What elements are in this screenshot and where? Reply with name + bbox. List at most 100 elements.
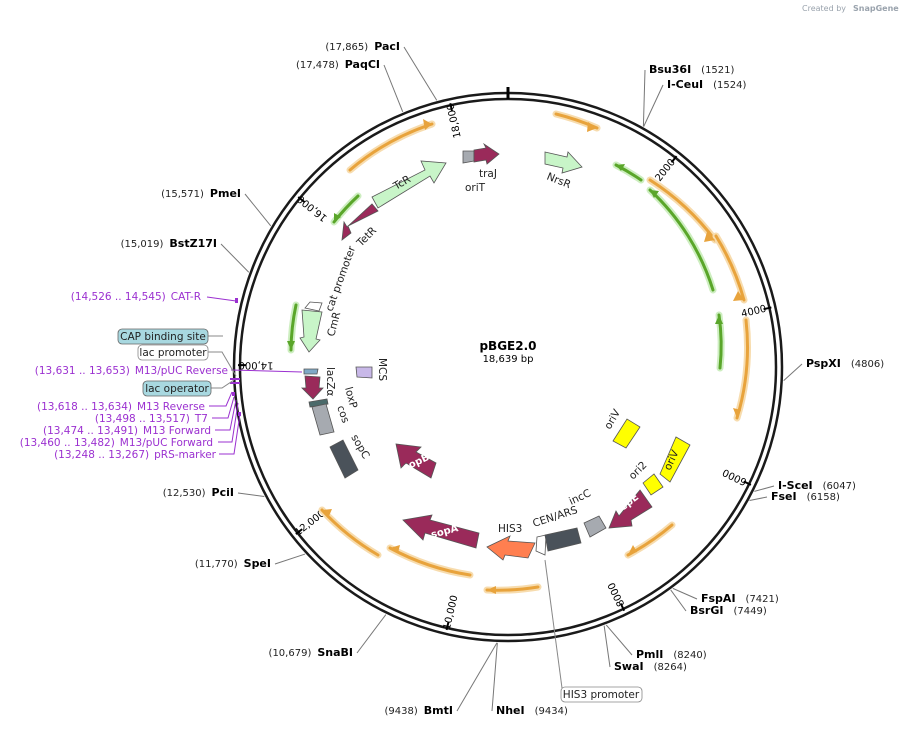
cap-binding-site-label[interactable]: CAP binding site <box>120 331 206 343</box>
oriv-block-2[interactable] <box>612 418 641 449</box>
enzyme-leader <box>456 642 498 712</box>
lacza-arrow[interactable] <box>301 375 324 400</box>
lac-operator-label[interactable]: lac operator <box>145 383 209 395</box>
tick-mark <box>743 480 752 486</box>
sopa-arrow[interactable] <box>402 514 480 549</box>
mcs-box[interactable] <box>355 366 373 379</box>
primer-m13-puc-reverse[interactable]: (13,631 .. 13,653)M13/pUC Reverse <box>35 365 228 377</box>
nrsr-arrow[interactable] <box>544 151 583 174</box>
tick-label: 10,000 <box>442 594 461 631</box>
cat-promoter-box[interactable] <box>304 301 323 312</box>
orit-block[interactable] <box>462 150 475 164</box>
tetr-label: TetR <box>354 225 379 250</box>
sopc-block[interactable] <box>329 439 359 479</box>
enzyme-label-swai[interactable]: SwaI(8264) <box>614 660 687 673</box>
loxp-block[interactable] <box>308 398 329 408</box>
tick-mark <box>670 155 678 163</box>
mcs-label: MCS <box>376 358 388 381</box>
oriv-label-2: oriV <box>602 407 623 432</box>
enzyme-label-bstz17i[interactable]: (15,019)BstZ17I <box>121 237 217 250</box>
primer-t7[interactable]: (13,498 .. 13,517)T7 <box>95 413 208 425</box>
orange-arc <box>714 234 746 302</box>
primer-m13-puc-forward[interactable]: (13,460 .. 13,482)M13/pUC Forward <box>20 437 213 449</box>
tcr-arrow[interactable] <box>371 160 447 209</box>
enzyme-leader <box>754 485 775 492</box>
enzyme-leader <box>643 84 664 127</box>
incc-label: incC <box>567 487 593 507</box>
primer-cat-r[interactable]: (14,526 .. 14,545)CAT-R <box>71 291 201 303</box>
backbone-outer <box>232 91 784 643</box>
enzyme-sites: (17,865)PacI (17,478)PaqCI Bsu36I(1521) I-C… <box>121 40 885 717</box>
cmr-label: CmR <box>325 311 343 338</box>
arrowhead <box>628 545 637 555</box>
enzyme-leader <box>220 243 250 273</box>
tick-label: 18,000 <box>446 102 464 139</box>
enzyme-label-snabi[interactable]: (10,679)SnaBI <box>269 646 353 659</box>
lacza-label: lacZα <box>324 367 336 396</box>
enzyme-label-bsu36i[interactable]: Bsu36I(1521) <box>649 63 735 76</box>
primer-m13-reverse[interactable]: (13,618 .. 13,634)M13 Reverse <box>37 401 205 413</box>
enzyme-label-i-scei[interactable]: I-SceI(6047) <box>778 479 856 492</box>
arrowhead <box>487 586 496 594</box>
boxed-labels: CAP binding site lac promoter lac operat… <box>117 328 643 703</box>
repe-arrow[interactable] <box>608 489 653 529</box>
arrowhead <box>650 190 659 198</box>
primer-prs-marker[interactable]: (13,248 .. 13,267)pRS-marker <box>54 449 217 461</box>
credit-brand[interactable]: SnapGene <box>853 4 899 13</box>
orange-arc <box>648 178 717 242</box>
his3-arrow[interactable] <box>486 535 536 561</box>
lac-promoter-label[interactable]: lac promoter <box>139 347 207 359</box>
enzyme-label-nhei[interactable]: NheI(9434) <box>496 704 568 717</box>
enzyme-leader <box>244 193 272 227</box>
cmr-arrow[interactable] <box>299 309 323 353</box>
credit-prefix: Created by <box>802 4 846 13</box>
enzyme-label-bmti[interactable]: (9438)BmtI <box>385 704 453 717</box>
tick-label: 6000 <box>721 466 749 487</box>
his3-promoter-label[interactable]: HIS3 promoter <box>563 689 640 701</box>
arrowhead <box>733 408 741 418</box>
plasmid-name: pBGE2.0 <box>479 339 536 353</box>
primer-marks <box>230 298 241 416</box>
enzyme-label-bsrgi[interactable]: BsrGI(7449) <box>690 604 767 617</box>
orange-arc-glow <box>346 120 436 174</box>
tick-label: 4000 <box>740 304 767 320</box>
incc-block[interactable] <box>583 515 607 538</box>
enzyme-leader <box>403 46 438 101</box>
arrowhead <box>587 122 597 132</box>
arrowhead <box>423 119 432 130</box>
tick-mark <box>449 103 453 112</box>
enzyme-label-pmli[interactable]: PmlI(8240) <box>636 648 707 661</box>
traj-arrow[interactable] <box>473 142 500 165</box>
enzyme-leader <box>672 587 698 600</box>
enzyme-leader <box>491 642 498 712</box>
feature-leaders <box>206 335 563 689</box>
enzyme-leader <box>603 625 611 668</box>
feature-arc-arrowheads <box>287 119 744 594</box>
primer-m13-forward[interactable]: (13,474 .. 13,491)M13 Forward <box>43 425 211 437</box>
enzyme-label-pmei[interactable]: (15,571)PmeI <box>161 187 241 200</box>
enzyme-label-pcii[interactable]: (12,530)PciI <box>163 486 234 499</box>
his3-promoter-block[interactable] <box>535 534 547 556</box>
enzyme-label-spei[interactable]: (11,770)SpeI <box>195 557 271 570</box>
enzyme-label-pspxi[interactable]: PspXI(4806) <box>806 357 884 370</box>
ori2-block[interactable] <box>642 473 664 496</box>
loxp-label: loxP <box>342 386 359 410</box>
enzyme-label-paci[interactable]: (17,865)PacI <box>325 40 400 53</box>
enzyme-label-paqci[interactable]: (17,478)PaqCI <box>296 58 380 71</box>
enzyme-label-fspai[interactable]: FspAI(7421) <box>701 592 779 605</box>
tick-mark <box>445 621 450 631</box>
arrowhead <box>715 315 723 324</box>
cat-promoter-label: cat promoter <box>324 244 359 313</box>
tick-label: 14,000 <box>238 359 273 370</box>
tetr-arrow[interactable] <box>341 203 379 241</box>
arrowhead <box>704 232 715 242</box>
primer-leaders <box>206 296 303 455</box>
enzyme-leader <box>749 496 768 502</box>
cos-block[interactable] <box>311 403 335 436</box>
cen-ars-block[interactable] <box>544 527 582 552</box>
sopb-arrow[interactable] <box>395 443 437 479</box>
enzyme-label-fsei[interactable]: FseI(6158) <box>771 490 840 503</box>
lac-operator-block[interactable] <box>303 368 319 375</box>
enzyme-label-i-ceui[interactable]: I-CeuI(1524) <box>667 78 746 91</box>
oriv-block-1[interactable] <box>659 436 691 483</box>
